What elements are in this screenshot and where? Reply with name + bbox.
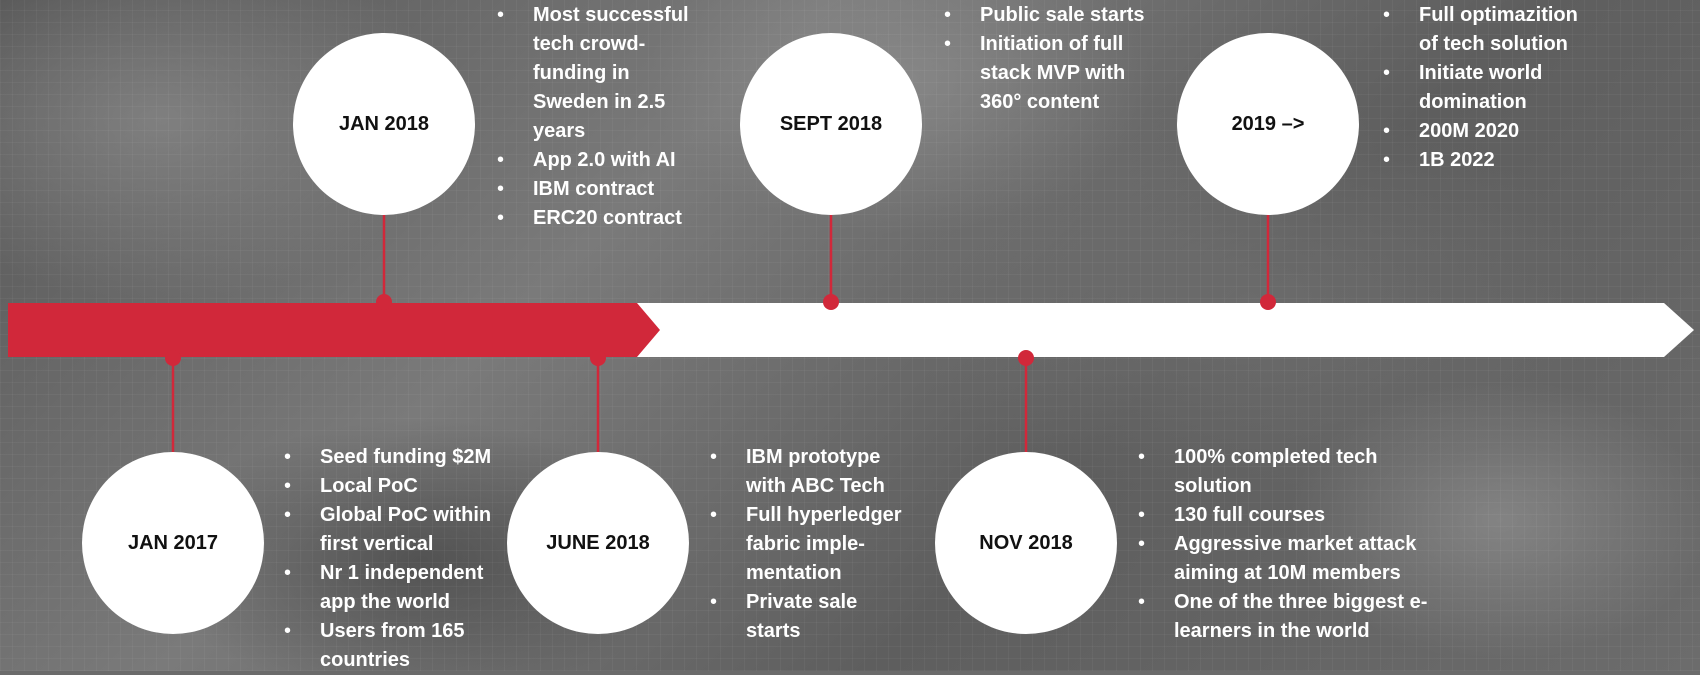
bullet-item: 130 full courses: [1138, 501, 1438, 530]
milestone-label: 2019 –>: [1231, 112, 1305, 135]
milestone-bullets-june-2018: IBM prototype with ABC Tech Full hyperle…: [710, 443, 915, 646]
bullet-item: Aggressive market attack aiming at 10M m…: [1138, 530, 1438, 588]
bullet-item: Private sale starts: [710, 588, 915, 646]
connector-2019: [1260, 208, 1276, 310]
bullet-item: Full optimazition of tech solution: [1383, 1, 1583, 59]
milestone-bullets-nov-2018: 100% completed tech solution 130 full co…: [1138, 443, 1438, 646]
milestone-circle-jan-2017: JAN 2017: [82, 452, 264, 634]
bullet-item: Local PoC: [284, 472, 514, 501]
milestone-circle-sept-2018: SEPT 2018: [740, 33, 922, 215]
bullet-item: Seed funding $2M: [284, 443, 514, 472]
bullet-item: IBM prototype with ABC Tech: [710, 443, 915, 501]
connector-nov-2018: [1018, 350, 1034, 452]
milestone-bullets-sept-2018: Public sale starts Initiation of full st…: [944, 1, 1164, 117]
bullet-item: Initiate world domination: [1383, 59, 1583, 117]
bullet-item: App 2.0 with AI: [497, 146, 707, 175]
bullet-item: One of the three biggest e-learners in t…: [1138, 588, 1438, 646]
milestone-circle-2019: 2019 –>: [1177, 33, 1359, 215]
connector-jan-2017: [165, 350, 181, 452]
milestone-label: NOV 2018: [979, 531, 1073, 554]
bullet-item: 1B 2022: [1383, 146, 1583, 175]
bullet-item: IBM contract: [497, 175, 707, 204]
bullet-item: Initiation of full stack MVP with 360° c…: [944, 30, 1164, 117]
milestone-bullets-jan-2018: Most successful tech crowd-funding in Sw…: [497, 1, 707, 233]
milestone-label: JUNE 2018: [546, 531, 650, 554]
bullet-item: Most successful tech crowd-funding in Sw…: [497, 1, 707, 146]
milestone-circle-june-2018: JUNE 2018: [507, 452, 689, 634]
milestone-label: JAN 2017: [127, 531, 219, 554]
milestone-circle-jan-2018: JAN 2018: [293, 33, 475, 215]
connector-june-2018: [590, 350, 606, 452]
bullet-item: 100% completed tech solution: [1138, 443, 1438, 501]
bullet-item: Users from 165 countries: [284, 617, 514, 675]
bullet-item: Public sale starts: [944, 1, 1164, 30]
milestone-label: SEPT 2018: [779, 112, 883, 135]
milestone-label: JAN 2018: [338, 112, 430, 135]
milestone-circle-nov-2018: NOV 2018: [935, 452, 1117, 634]
bullet-item: 200M 2020: [1383, 117, 1583, 146]
milestone-bullets-2019: Full optimazition of tech solution Initi…: [1383, 1, 1583, 175]
bullet-item: Global PoC within first vertical: [284, 501, 514, 559]
bullet-item: Nr 1 independent app the world: [284, 559, 514, 617]
milestone-bullets-jan-2017: Seed funding $2M Local PoC Global PoC wi…: [284, 443, 514, 675]
bullet-item: Full hyperledger fabric imple-mentation: [710, 501, 915, 588]
connector-jan-2018: [376, 208, 392, 310]
bullet-item: ERC20 contract: [497, 204, 707, 233]
connector-sept-2018: [823, 208, 839, 310]
timeline-progress-arrow: [8, 303, 660, 357]
